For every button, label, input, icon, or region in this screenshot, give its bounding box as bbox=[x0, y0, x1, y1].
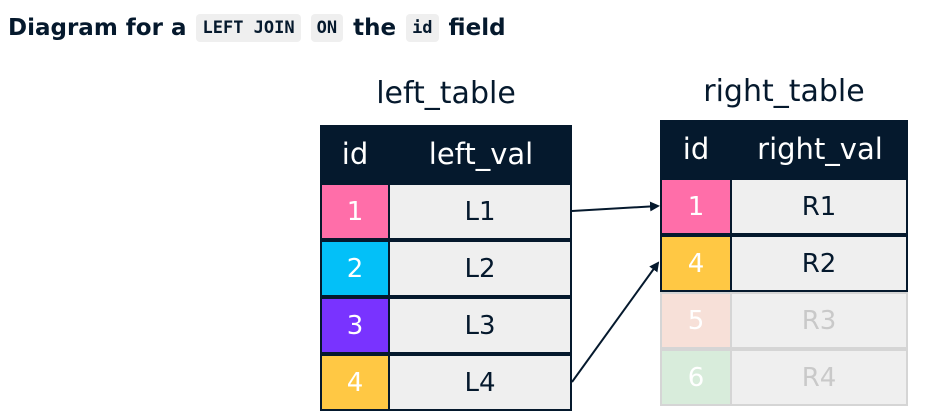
title-prefix: Diagram for a bbox=[8, 15, 187, 41]
left-header-val: left_val bbox=[428, 137, 534, 171]
join-arrow bbox=[571, 201, 660, 212]
right-header-val: right_val bbox=[757, 132, 883, 166]
left-table-value-cell: L4 bbox=[388, 354, 572, 411]
right-header-id: id bbox=[682, 132, 710, 166]
right-table-header: id right_val bbox=[660, 120, 908, 178]
right-table-id-cell: 5 bbox=[660, 292, 732, 349]
title-middle: the bbox=[353, 15, 397, 41]
right-table-id-cell: 6 bbox=[660, 349, 732, 406]
right-table-value-cell: R4 bbox=[730, 349, 908, 406]
left-table-value-cell: L2 bbox=[388, 240, 572, 297]
left-table-value-cell: L1 bbox=[388, 183, 572, 240]
field-code: id bbox=[406, 14, 439, 42]
diagram-title: Diagram for a LEFT JOIN ON the id field bbox=[8, 8, 506, 48]
on-keyword-code: ON bbox=[310, 14, 344, 42]
left-table-value-cell: L3 bbox=[388, 297, 572, 354]
left-header-id: id bbox=[341, 137, 369, 171]
title-suffix: field bbox=[448, 15, 506, 41]
left-table-id-cell: 1 bbox=[320, 183, 390, 240]
left-table-header: id left_val bbox=[320, 125, 572, 183]
right-table-value-cell: R1 bbox=[730, 178, 908, 235]
right-table-value-cell: R3 bbox=[730, 292, 908, 349]
left-table-name: left_table bbox=[376, 76, 516, 111]
right-table-value-cell: R2 bbox=[730, 235, 908, 292]
left-table-id-cell: 2 bbox=[320, 240, 390, 297]
right-table-id-cell: 4 bbox=[660, 235, 732, 292]
right-table-name: right_table bbox=[703, 74, 865, 109]
left-table-id-cell: 4 bbox=[320, 354, 390, 411]
right-table-id-cell: 1 bbox=[660, 178, 732, 235]
join-arrow bbox=[571, 261, 660, 383]
join-keyword-code: LEFT JOIN bbox=[196, 14, 301, 42]
